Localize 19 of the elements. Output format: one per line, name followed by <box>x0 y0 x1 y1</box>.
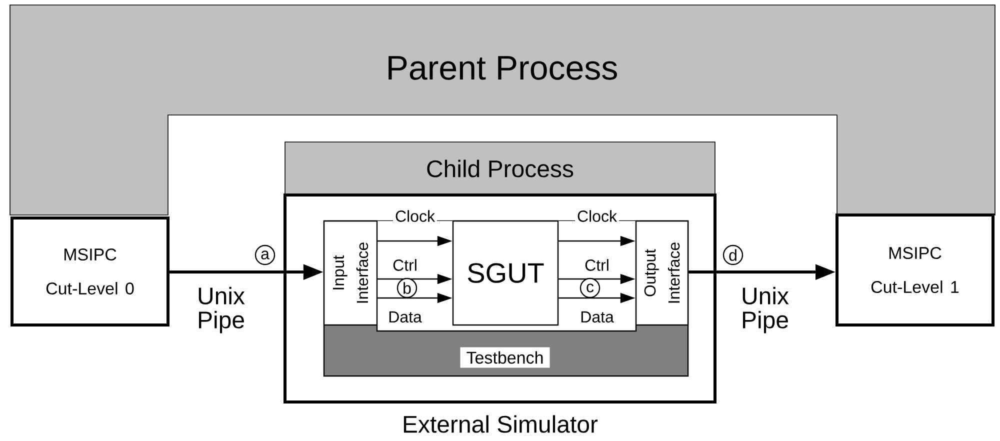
module-box: SGUT <box>452 220 559 326</box>
edge-label: Clock <box>575 208 620 224</box>
interface-box: Input Interface <box>323 220 378 326</box>
process-box: MSIPC Cut-Level 0 <box>10 216 170 326</box>
edge-label: Data <box>386 309 424 325</box>
edge-label: Unix Pipe <box>739 284 805 336</box>
node-label: External Simulator <box>404 415 598 433</box>
edge-label: Ctrl <box>390 257 420 273</box>
edge-label: Unix Pipe <box>195 284 261 336</box>
callout-letter: c <box>580 278 600 298</box>
edge-label: Ctrl <box>582 257 612 273</box>
callout-letter: a <box>254 244 276 266</box>
callout-letter: d <box>722 244 744 266</box>
process-header: Child Process <box>284 142 716 196</box>
callout-letter: b <box>396 278 418 298</box>
edge-label: Clock <box>393 208 437 224</box>
process-box: MSIPC Cut-Level 1 <box>836 214 994 326</box>
interface-box: Output Interface <box>635 220 689 326</box>
edge-label: Data <box>578 309 616 325</box>
